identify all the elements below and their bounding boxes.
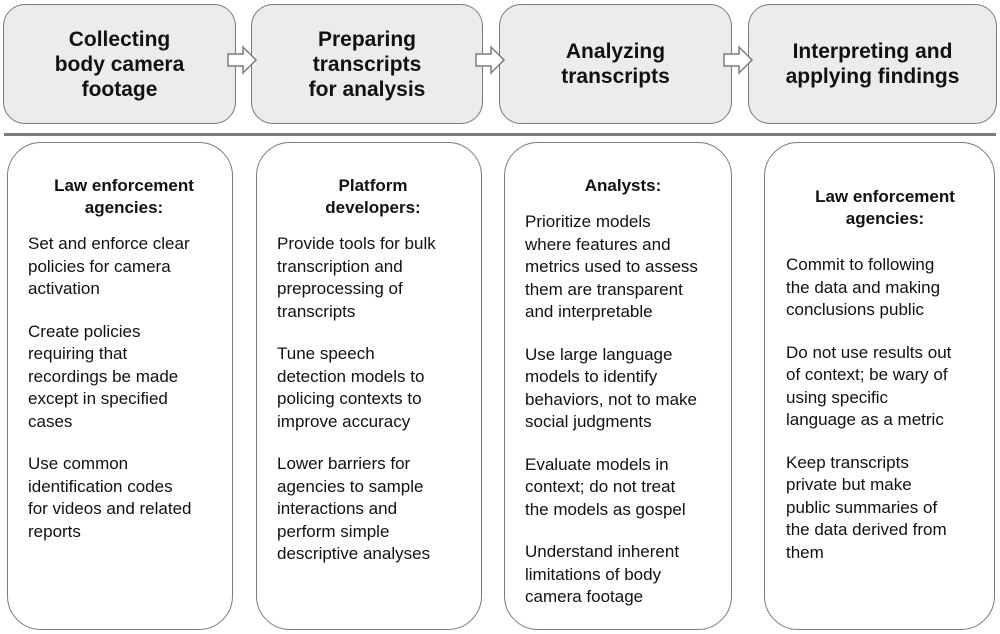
list-item: Keep transcripts private but make public…: [786, 452, 947, 562]
stage-title: Preparing transcripts for analysis: [308, 27, 426, 101]
card-heading: Analysts:: [584, 176, 662, 195]
list-item: Provide tools for bulk transcription and…: [277, 234, 436, 321]
list-item: Use large language models to identify be…: [525, 344, 697, 432]
card-platform-developers: Platform developers: Provide tools for b…: [256, 142, 482, 630]
section-divider: [4, 133, 996, 136]
stage-title: Interpreting and applying findings: [785, 40, 960, 88]
right-arrow-icon: [723, 45, 754, 75]
card-law-enforcement-interpreting: Law enforcement agencies: Commit to foll…: [764, 142, 995, 630]
card-item-list: Prioritize models where features and met…: [525, 211, 721, 609]
stage-title: Analyzing transcripts: [561, 40, 670, 88]
card-heading: Law enforcement agencies:: [54, 176, 194, 217]
stage-preparing-transcripts: Preparing transcripts for analysis: [251, 4, 483, 124]
stage-interpreting-findings: Interpreting and applying findings: [748, 4, 997, 124]
list-item: Evaluate models in context; do not treat…: [525, 454, 686, 519]
list-item: Understand inherent limitations of body …: [525, 542, 680, 606]
card-item-list: Provide tools for bulk transcription and…: [277, 233, 469, 566]
stage-analyzing-transcripts: Analyzing transcripts: [499, 4, 732, 124]
list-item: Do not use results out of context; be wa…: [786, 342, 952, 430]
list-item: Prioritize models where features and met…: [525, 212, 698, 321]
stage-title: Collecting body camera footage: [54, 27, 185, 101]
right-arrow-icon: [227, 45, 258, 75]
list-item: Lower barriers for agencies to sample in…: [277, 454, 431, 563]
list-item: Commit to following the data and making …: [786, 255, 941, 319]
card-analysts: Analysts: Prioritize models where featur…: [504, 142, 732, 630]
card-law-enforcement-collecting: Law enforcement agencies: Set and enforc…: [7, 142, 233, 630]
stage-collecting-footage: Collecting body camera footage: [3, 4, 236, 124]
card-item-list: Commit to following the data and making …: [786, 254, 984, 564]
list-item: Set and enforce clear policies for camer…: [28, 234, 190, 298]
card-heading: Law enforcement agencies:: [815, 187, 955, 228]
list-item: Use common identification codes for vide…: [28, 454, 192, 541]
card-item-list: Set and enforce clear policies for camer…: [28, 233, 220, 543]
list-item: Tune speech detection models to policing…: [277, 344, 425, 431]
card-heading: Platform developers:: [325, 176, 421, 217]
right-arrow-icon: [475, 45, 506, 75]
list-item: Create policies requiring that recording…: [28, 321, 179, 431]
